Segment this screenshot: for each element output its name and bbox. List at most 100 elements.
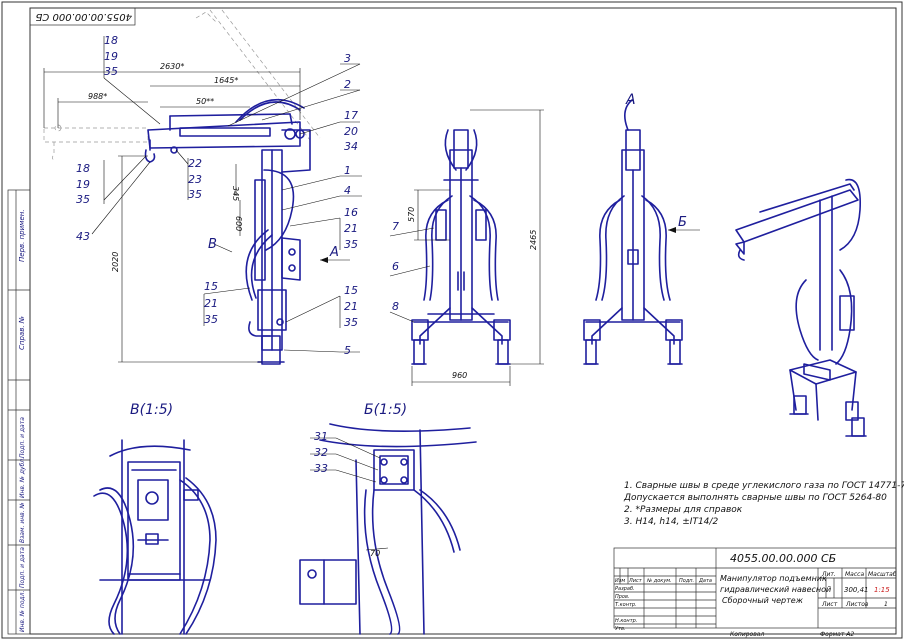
scale-value: 1:15 bbox=[874, 586, 890, 594]
col-mass-label: Масса bbox=[845, 571, 864, 578]
pos-7: 7 bbox=[392, 220, 399, 233]
rotated-drawing-number: 4055.00.00.000 СБ bbox=[35, 11, 132, 22]
pos-22: 22 bbox=[188, 157, 202, 170]
pos-15a: 15 bbox=[204, 280, 218, 293]
note-2: Допускается выполнять сварные швы по ГОС… bbox=[623, 493, 887, 503]
pos-21b: 21 bbox=[204, 297, 218, 310]
rev-header-doc: № докум. bbox=[646, 578, 672, 584]
role-prov: Пров. bbox=[615, 594, 630, 600]
pos-35f: 35 bbox=[344, 316, 358, 329]
detail-v-title: В(1:5) bbox=[130, 402, 173, 418]
title-block: 4055.00.00.000 СБ Манипулятор подъемник … bbox=[613, 547, 897, 638]
side-stamp-5: Взам. инв. № bbox=[19, 502, 26, 543]
pos-23: 23 bbox=[188, 173, 202, 186]
sheet-label: Лист bbox=[821, 601, 838, 608]
detail-v bbox=[93, 439, 217, 635]
dim-2020: 2020 bbox=[111, 252, 120, 272]
dim-50: 50** bbox=[196, 97, 214, 106]
view-a-title: А bbox=[625, 92, 636, 108]
format-label: Формат А2 bbox=[820, 631, 854, 638]
pos-35c: 35 bbox=[188, 188, 202, 201]
dim-960: 960 bbox=[452, 371, 467, 380]
technical-notes: 1. Сварные швы в среде углекислого газа … bbox=[623, 481, 904, 527]
title-designation: 4055.00.00.000 СБ bbox=[730, 552, 836, 565]
role-nkontr: Н.контр. bbox=[615, 618, 637, 624]
pos-21a: 21 bbox=[344, 222, 358, 235]
col-scale-label: Масштаб bbox=[868, 571, 897, 578]
rev-header-list: Лист bbox=[628, 578, 643, 584]
pos-32: 32 bbox=[314, 446, 328, 459]
dim-1645: 1645* bbox=[214, 76, 238, 85]
role-tkontr: Т.контр. bbox=[615, 602, 637, 608]
side-stamp-labels: Перв. примен. Справ. № Подп. и дата Инв.… bbox=[18, 209, 26, 632]
middle-view-dimensions: 570 2465 960 bbox=[389, 109, 544, 386]
dim-988: 988* bbox=[88, 92, 107, 101]
pos-4: 4 bbox=[344, 184, 351, 197]
pos-20: 20 bbox=[344, 125, 358, 138]
side-stamp-1: Перв. примен. bbox=[18, 209, 26, 262]
sheets-label: Листов bbox=[845, 601, 869, 608]
pos-31: 31 bbox=[314, 430, 328, 443]
view-a-labels: А Б bbox=[625, 92, 687, 230]
note-1: 1. Сварные швы в среде углекислого газа … bbox=[624, 481, 904, 491]
pos-35e: 35 bbox=[204, 313, 218, 326]
arrow-label-a: А bbox=[329, 245, 339, 260]
pos-43: 43 bbox=[76, 230, 90, 243]
pos-18a: 18 bbox=[104, 34, 118, 47]
pos-19a: 19 bbox=[104, 50, 118, 63]
rev-header-sign: Подп. bbox=[679, 578, 694, 584]
dim-600: 600 bbox=[234, 216, 243, 231]
pos-21c: 21 bbox=[344, 300, 358, 313]
pos-18b: 18 bbox=[76, 162, 90, 175]
pos-19b: 19 bbox=[76, 178, 90, 191]
copied-label: Копировал bbox=[730, 631, 764, 638]
side-stamp-4: Инв. № дубл. bbox=[19, 457, 26, 498]
pos-5: 5 bbox=[344, 344, 351, 357]
main-side-view bbox=[43, 9, 321, 365]
pos-33: 33 bbox=[314, 462, 328, 475]
title-name-line2: гидравлический навесной bbox=[720, 585, 831, 594]
detail-b-labels: Б(1:5) 31 32 33 70 bbox=[314, 402, 407, 558]
rotated-number-box: 4055.00.00.000 СБ bbox=[29, 7, 136, 26]
middle-view bbox=[411, 129, 511, 365]
dim-2465: 2465 bbox=[529, 230, 538, 250]
middle-view-labels: 7 6 8 bbox=[392, 220, 399, 313]
note-3: 2. *Размеры для справок bbox=[624, 505, 743, 515]
pos-34: 34 bbox=[344, 140, 358, 153]
pos-17: 17 bbox=[344, 109, 358, 122]
side-stamp-7: Инв. № подл. bbox=[19, 591, 26, 632]
pos-8: 8 bbox=[392, 300, 399, 313]
pos-15b: 15 bbox=[344, 284, 358, 297]
title-name-line1: Манипулятор подъемник bbox=[720, 574, 827, 583]
side-stamp-3: Подп. и дата bbox=[19, 417, 26, 458]
dim-345: 345 bbox=[231, 186, 240, 201]
note-4: 3. Н14, h14, ±IT14/2 bbox=[624, 517, 718, 527]
rev-header-izm: Изм bbox=[615, 578, 625, 584]
pos-35a: 35 bbox=[104, 65, 118, 78]
pos-35b: 35 bbox=[76, 193, 90, 206]
main-view-leaders bbox=[91, 36, 362, 353]
side-stamp-2: Справ. № bbox=[18, 316, 26, 350]
role-utv: Утв. bbox=[615, 626, 626, 632]
pos-1: 1 bbox=[344, 164, 351, 177]
detail-b bbox=[299, 423, 477, 635]
side-stamp-6: Подп. и дата bbox=[19, 547, 26, 588]
isometric-view bbox=[735, 178, 867, 437]
role-razrab: Разраб. bbox=[615, 586, 635, 592]
mass-value: 300,41 bbox=[844, 586, 869, 594]
title-name-line3: Сборочный чертеж bbox=[722, 596, 804, 605]
rev-header-date: Дата bbox=[698, 578, 712, 584]
pos-35d: 35 bbox=[344, 238, 358, 251]
view-a bbox=[583, 99, 700, 365]
detail-b-title: Б(1:5) bbox=[364, 402, 407, 418]
pos-2: 2 bbox=[344, 78, 351, 91]
pos-3: 3 bbox=[344, 52, 351, 65]
main-view-position-labels: 18 19 35 3 2 17 20 34 18 19 35 22 23 35 … bbox=[76, 34, 358, 357]
col-lit-label: Лит. bbox=[821, 571, 836, 578]
pos-6: 6 bbox=[392, 260, 399, 273]
arrow-label-v: В bbox=[208, 237, 217, 252]
dim-2630: 2630* bbox=[160, 62, 184, 71]
dim-70: 70 bbox=[370, 549, 380, 558]
